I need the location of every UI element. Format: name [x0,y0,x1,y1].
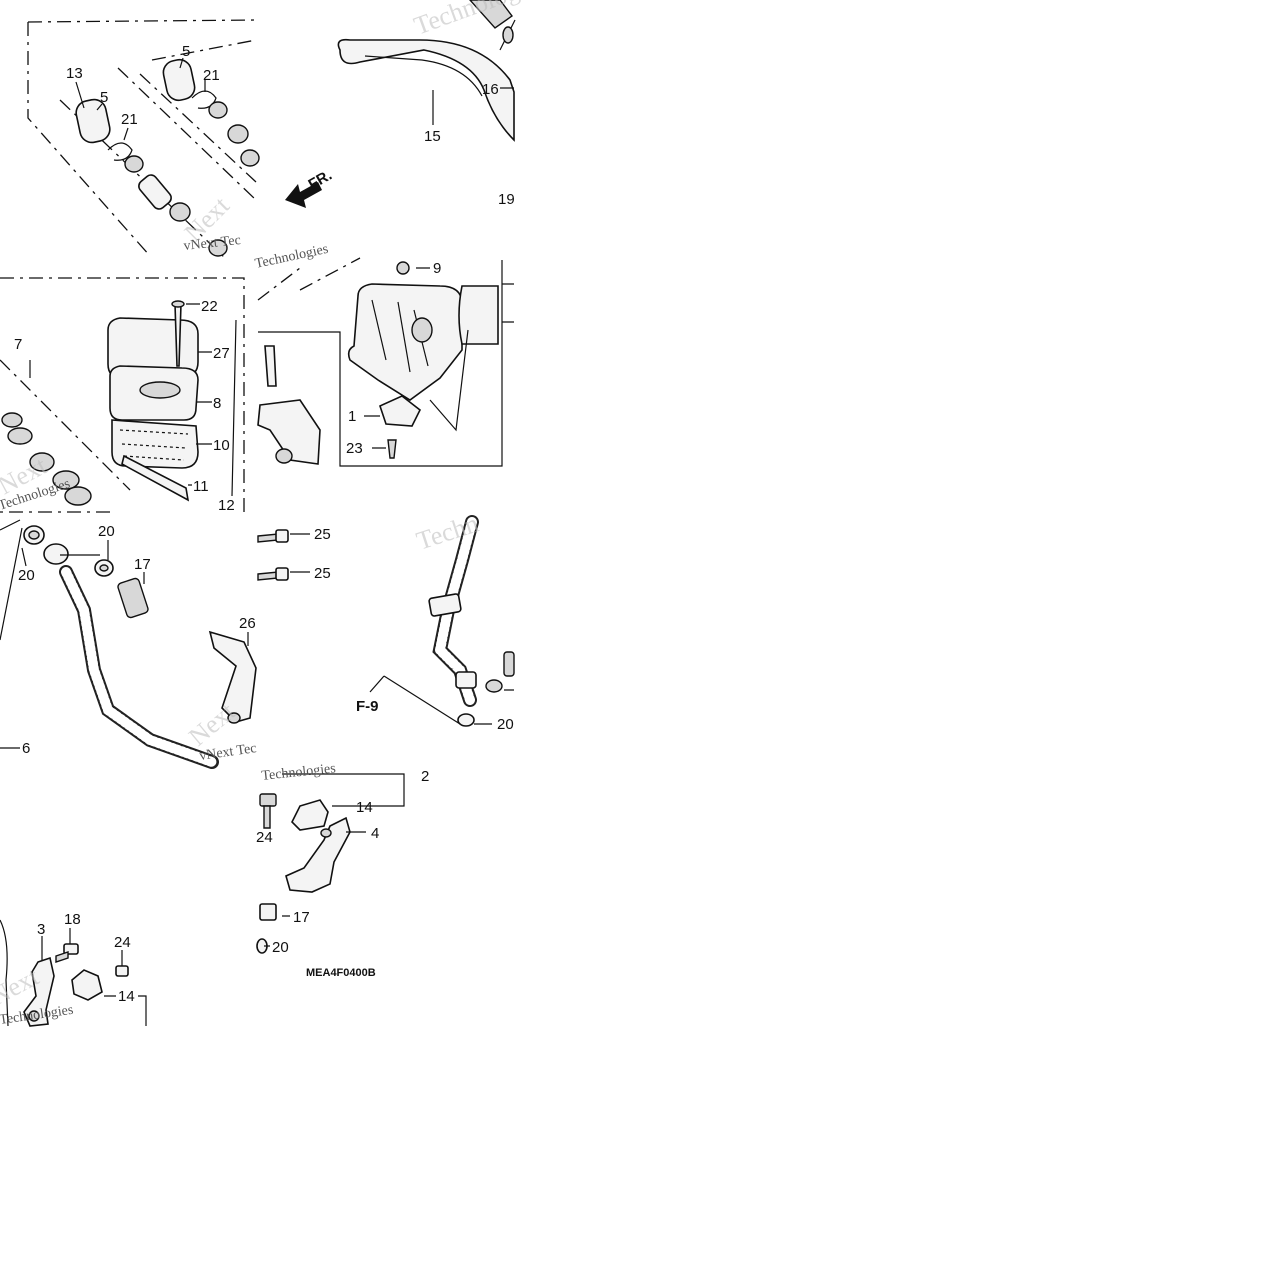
callout-14: 14 [356,799,373,816]
callout-21: 21 [203,67,220,84]
callout-23: 23 [346,440,363,457]
diagram-code: MEA4F0400B [306,967,376,979]
callout-2: 2 [421,768,429,785]
callout-20: 20 [98,523,115,540]
callout-25: 25 [314,526,331,543]
callout-16: 16 [482,81,499,98]
callout-5: 5 [182,43,190,60]
callout-19: 19 [498,191,515,208]
callout-15: 15 [424,128,441,145]
callout-8: 27 [213,345,230,362]
callout-21: 21 [121,111,138,128]
callout-20: 20 [497,716,514,733]
callout-13: 13 [66,65,83,82]
callout-9: 12 [218,497,235,514]
tile-brake-hose: Next vNext Tec [0,519,257,769]
callout-11: 10 [213,437,230,454]
callout-20: 20 [272,939,289,956]
callout-26: 26 [239,615,256,632]
reference-label: F-9 [356,698,379,715]
watermark-text: vNext Tec [183,233,242,254]
callout-10: 8 [213,395,221,412]
callout-18: 18 [64,911,81,928]
callout-4: 4 [371,825,379,842]
callout-12: 11 [193,478,209,495]
callout-17: 17 [293,909,310,926]
callout-25: 25 [314,565,331,582]
callout-3: 3 [37,921,45,938]
callout-14: 14 [118,988,135,1005]
tile-piston-kits: Next vNext Tec [27,19,260,259]
callout-1: 1 [348,408,356,425]
callout-5: 5 [100,89,108,106]
callout-20: 20 [18,567,35,584]
tile-reservoir-cap: Next Technologies [0,277,245,514]
callout-27: 7 [14,336,22,353]
callout-6: 6 [22,740,30,757]
callout-24: 24 [256,829,273,846]
callout-7: 9 [433,260,441,277]
callout-22: 22 [201,298,218,315]
callout-17: 17 [134,556,151,573]
callout-24: 24 [114,934,131,951]
